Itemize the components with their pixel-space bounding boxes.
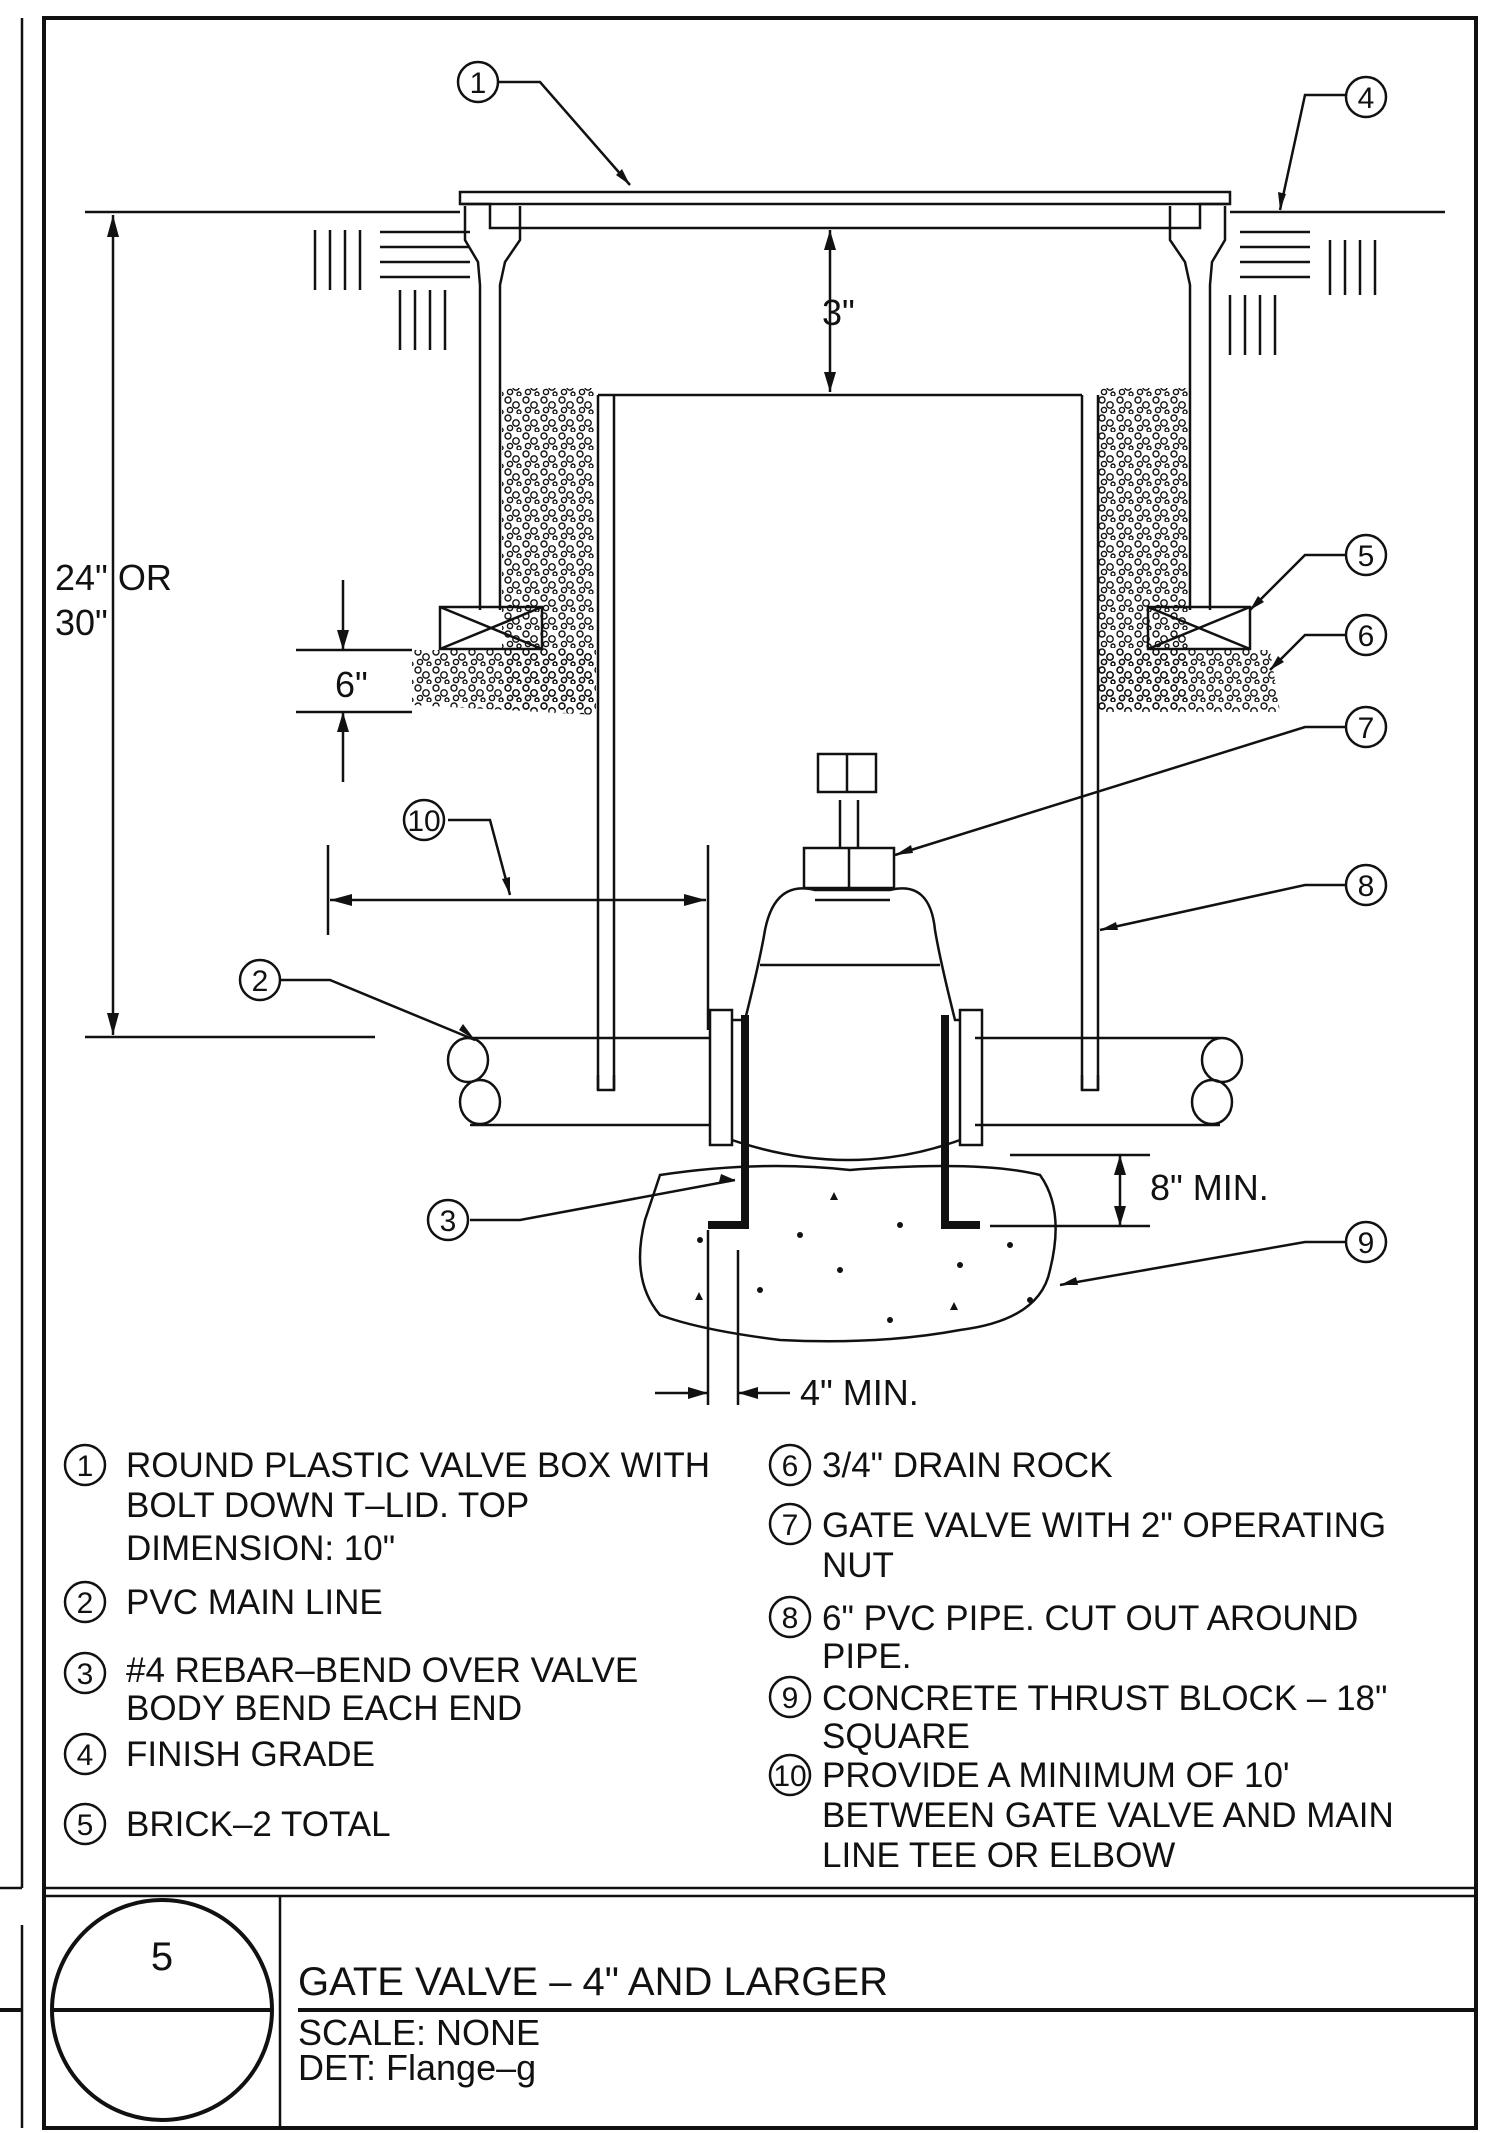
callout-2: 2 bbox=[252, 965, 269, 998]
callout-9: 9 bbox=[1358, 1227, 1375, 1260]
callout-5: 5 bbox=[1358, 540, 1375, 573]
note-6-line1: 3/4" DRAIN ROCK bbox=[822, 1446, 1113, 1485]
rock-depth-label: 6" bbox=[335, 664, 368, 705]
callout-8: 8 bbox=[1358, 870, 1375, 903]
note-5-line1: BRICK–2 TOTAL bbox=[126, 1805, 391, 1844]
detail-det-ref: DET: Flange–g bbox=[298, 2047, 536, 2088]
callout-7: 7 bbox=[1358, 712, 1375, 745]
bricks bbox=[438, 605, 1252, 651]
detail-title: GATE VALVE – 4" AND LARGER bbox=[298, 1960, 888, 2004]
gate-valve bbox=[708, 752, 984, 1162]
pvc-sleeve-pipe bbox=[596, 393, 1100, 1092]
callout-3: 3 bbox=[440, 1205, 457, 1238]
detail-scale: SCALE: NONE bbox=[298, 2012, 540, 2053]
dimension-lines bbox=[85, 215, 1150, 1405]
concrete-thrust-block bbox=[638, 1164, 1057, 1343]
note-10-line3: LINE TEE OR ELBOW bbox=[822, 1836, 1175, 1875]
note-7-line2: NUT bbox=[822, 1546, 894, 1585]
note-10-line2: BETWEEN GATE VALVE AND MAIN bbox=[822, 1796, 1394, 1835]
callout-1: 1 bbox=[470, 67, 487, 100]
note-9-line1: CONCRETE THRUST BLOCK – 18" bbox=[822, 1679, 1387, 1718]
note-3-line1: #4 REBAR–BEND OVER VALVE bbox=[126, 1651, 638, 1690]
note-9-line2: SQUARE bbox=[822, 1717, 970, 1756]
callout-6: 6 bbox=[1358, 620, 1375, 653]
rebar-min-label: 4" MIN. bbox=[800, 1372, 919, 1413]
callout-10: 10 bbox=[407, 805, 440, 838]
note-1-line3: DIMENSION: 10" bbox=[126, 1529, 395, 1568]
depth-label-line1: 24" OR bbox=[55, 557, 172, 598]
pvc-main-line bbox=[446, 1036, 1244, 1127]
note-num-5: 5 bbox=[77, 1809, 94, 1842]
note-num-3: 3 bbox=[77, 1658, 94, 1691]
note-1-line1: ROUND PLASTIC VALVE BOX WITH bbox=[126, 1446, 710, 1485]
sheet-border bbox=[0, 16, 1478, 2130]
note-7-line1: GATE VALVE WITH 2" OPERATING bbox=[822, 1506, 1386, 1545]
block-min-label: 8" MIN. bbox=[1150, 1167, 1269, 1208]
note-num-9: 9 bbox=[782, 1682, 799, 1715]
dimension-labels: 3" 24" OR 30" 6" 8" MIN. 4" MIN. bbox=[55, 292, 1269, 1413]
note-num-2: 2 bbox=[77, 1587, 94, 1620]
note-1-line2: BOLT DOWN T–LID. TOP bbox=[126, 1486, 529, 1525]
notes: 1 ROUND PLASTIC VALVE BOX WITH BOLT DOWN… bbox=[63, 1443, 1394, 1875]
note-8-line2: PIPE. bbox=[822, 1637, 911, 1676]
note-num-6: 6 bbox=[782, 1450, 799, 1483]
note-10-line1: PROVIDE A MINIMUM OF 10' bbox=[822, 1756, 1290, 1795]
callout-4: 4 bbox=[1358, 82, 1375, 115]
note-8-line1: 6" PVC PIPE. CUT OUT AROUND bbox=[822, 1599, 1358, 1638]
lid-gap-label: 3" bbox=[822, 292, 855, 333]
drain-rock bbox=[412, 388, 1280, 715]
note-4-line1: FINISH GRADE bbox=[126, 1735, 375, 1774]
finish-grade bbox=[85, 210, 1445, 355]
note-2-line1: PVC MAIN LINE bbox=[126, 1583, 383, 1622]
callouts: 1 2 3 4 5 6 7 8 9 10 bbox=[238, 60, 1388, 1287]
depth-label-line2: 30" bbox=[55, 602, 108, 643]
note-3-line2: BODY BEND EACH END bbox=[126, 1689, 522, 1728]
note-num-4: 4 bbox=[77, 1739, 94, 1772]
note-num-1: 1 bbox=[77, 1450, 94, 1483]
title-block: 5 GATE VALVE – 4" AND LARGER SCALE: NONE… bbox=[50, 1898, 888, 2122]
note-num-8: 8 bbox=[782, 1602, 799, 1635]
note-num-10: 10 bbox=[773, 1760, 806, 1793]
valve-box bbox=[458, 190, 1232, 610]
detail-number: 5 bbox=[151, 1935, 173, 1979]
rebar bbox=[708, 1015, 980, 1229]
note-num-7: 7 bbox=[782, 1509, 799, 1542]
